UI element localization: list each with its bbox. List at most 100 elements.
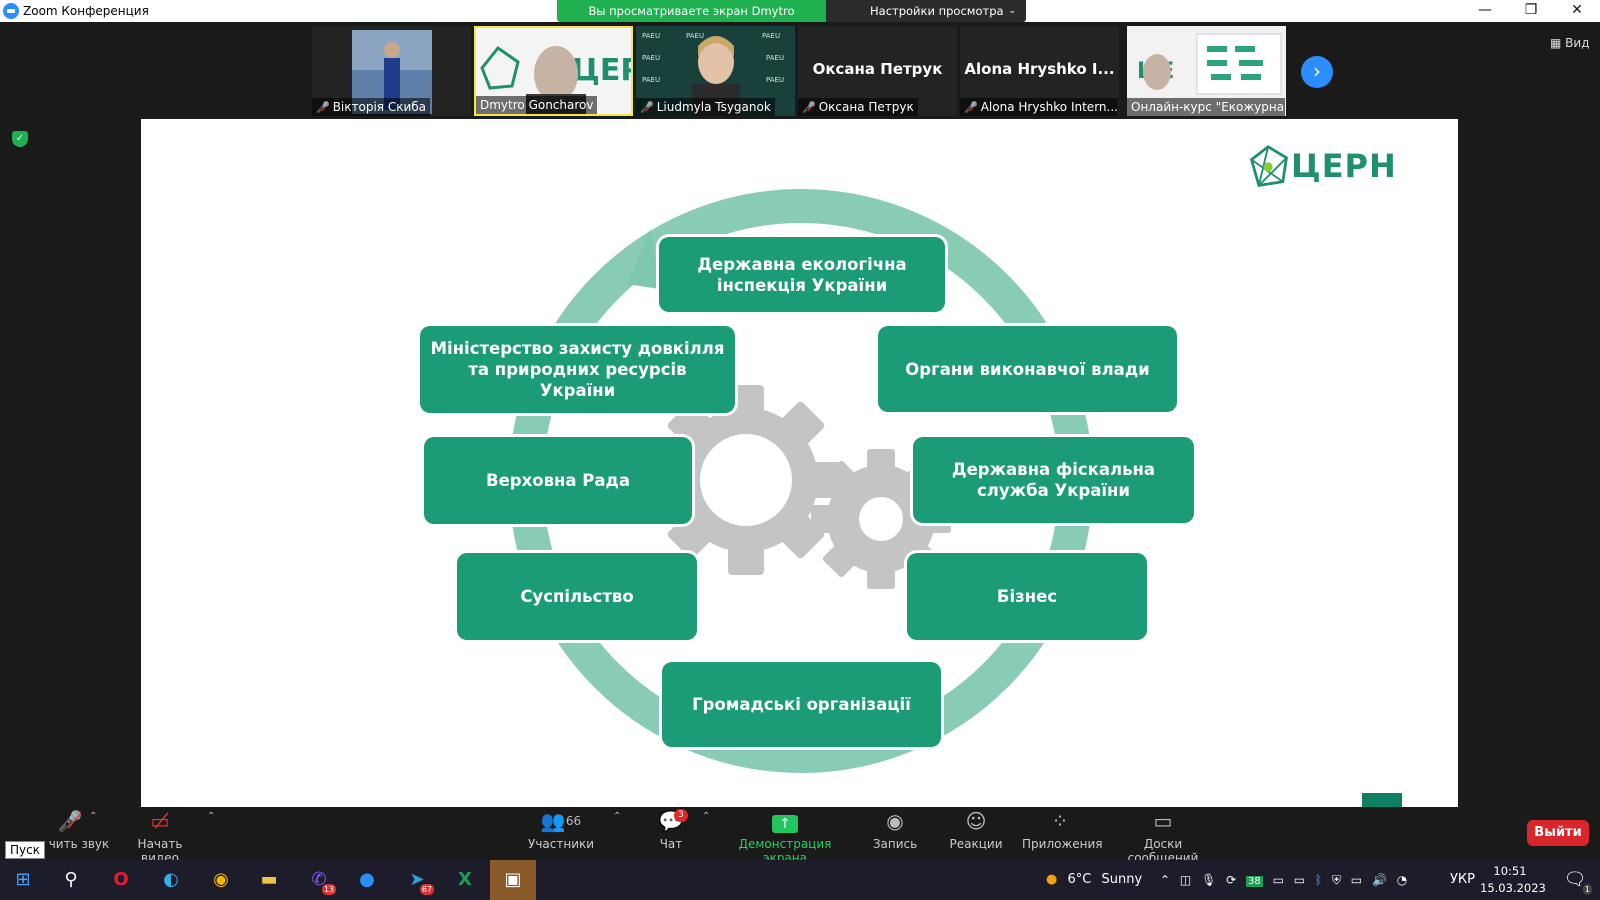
wifi-icon[interactable]: ◔: [1396, 873, 1408, 887]
clock[interactable]: 10:51 15.03.2023: [1480, 864, 1546, 895]
participant-tile-alona[interactable]: Alona Hryshko I... 🎤̸Alona Hryshko Inter…: [960, 26, 1119, 116]
reactions-button[interactable]: ☺ Реакции: [949, 809, 1003, 851]
node-society: Суспільство: [457, 553, 697, 640]
tray-badge[interactable]: 38: [1246, 876, 1263, 887]
node-ngo: Громадські організації: [662, 662, 941, 747]
taskbar-telegram[interactable]: ➤67: [394, 860, 440, 900]
apps-button[interactable]: ⁘ Приложения: [1022, 809, 1103, 851]
notifications-button[interactable]: 🗨1: [1552, 860, 1598, 900]
participant-name: Dmytro Goncharov: [476, 96, 598, 114]
shared-screen-slide: ЦЕРН Державна екологічна інспекція Украї…: [141, 119, 1458, 807]
taskbar-zoom[interactable]: ●: [344, 860, 390, 900]
record-button[interactable]: ◉ Запись: [870, 807, 920, 860]
record-icon: ◉: [886, 809, 904, 833]
chrome-icon: ◉: [213, 869, 229, 890]
view-settings-dropdown[interactable]: Настройки просмотра ⌄: [826, 0, 1026, 22]
whiteboards-button[interactable]: ▭ Доски сообщений: [1110, 807, 1216, 865]
participants-button[interactable]: 👥66 Участники: [528, 809, 595, 851]
grid-icon: ▦: [1550, 36, 1566, 50]
svg-text:PAEU: PAEU: [766, 76, 784, 84]
participant-tile-viktoria[interactable]: 🎤̸Вікторія Скиба: [312, 26, 471, 116]
opera-icon: O: [113, 869, 129, 890]
start-tooltip: Пуск: [5, 841, 45, 859]
participant-name: 🎤̸Вікторія Скиба: [312, 98, 431, 116]
taskbar-chrome[interactable]: ◉: [198, 860, 244, 900]
security-shield-icon[interactable]: ✓: [12, 131, 28, 147]
restore-button[interactable]: ❐: [1524, 2, 1538, 18]
notification-count: 1: [1582, 884, 1592, 895]
cycle-arrowhead: [627, 229, 659, 289]
participant-tile-dmytro[interactable]: ЦЕРН Dmytro Goncharov: [474, 26, 633, 116]
mic-icon[interactable]: 🎙: [1201, 873, 1217, 887]
battery-icon[interactable]: ▭: [1350, 873, 1363, 887]
chevron-up-icon[interactable]: ⌃: [613, 811, 622, 822]
taskbar-edge[interactable]: ◐: [148, 860, 194, 900]
shield-tray-icon[interactable]: ⛨: [1331, 873, 1341, 887]
start-button[interactable]: ⊞: [0, 860, 46, 900]
chevron-up-icon[interactable]: ⌃: [702, 811, 711, 822]
minimize-button[interactable]: —: [1478, 2, 1492, 18]
camera-icon[interactable]: ◫: [1179, 873, 1192, 887]
svg-text:PAEU: PAEU: [642, 32, 660, 40]
svg-text:PAEU: PAEU: [642, 54, 660, 62]
node-inspection: Державна екологічна інспекція України: [659, 237, 945, 312]
taskbar-opera[interactable]: O: [98, 860, 144, 900]
svg-text:ЦЕРН: ЦЕРН: [572, 53, 631, 88]
view-button[interactable]: ▦ Вид: [1550, 36, 1590, 50]
svg-text:PAEU: PAEU: [762, 32, 780, 40]
chat-button[interactable]: 💬 3 Чат: [650, 807, 692, 860]
windows-logo-icon: ⊞: [15, 869, 31, 890]
search-button[interactable]: ⚲: [48, 860, 94, 900]
next-participants-button[interactable]: ›: [1301, 56, 1333, 88]
whiteboard-icon: ▭: [1153, 809, 1173, 833]
monitor-icon[interactable]: ▭: [1272, 873, 1284, 887]
bluetooth-icon[interactable]: ᛒ: [1314, 873, 1323, 887]
display-icon[interactable]: ▭: [1293, 873, 1306, 887]
language-indicator[interactable]: УКР: [1450, 872, 1475, 887]
taskbar-active-app[interactable]: ▣: [490, 860, 536, 900]
sharing-banner: Вы просматриваете экран Dmytro Goncharov: [557, 0, 826, 40]
mic-muted-icon: 🎤̸: [802, 101, 816, 114]
apps-icon: ⁘: [1051, 809, 1069, 833]
share-screen-icon: ↑: [772, 815, 798, 833]
cerh-logo-icon: [1249, 145, 1288, 187]
excel-icon: X: [458, 869, 472, 890]
node-executive: Органи виконавчої влади: [878, 326, 1177, 412]
chevron-up-icon[interactable]: ⌃: [89, 811, 98, 822]
participant-name: 🎤̸Оксана Петрук: [798, 98, 918, 116]
taskbar-explorer[interactable]: ▬: [246, 860, 292, 900]
app-icon: ▣: [504, 869, 522, 890]
view-settings-label: Настройки просмотра: [870, 4, 1004, 18]
edge-icon: ◐: [163, 869, 179, 890]
start-video-button[interactable]: ▭̸ Начать видео: [118, 807, 202, 865]
participant-name: 🎤̸Liudmyla Tsyganok: [636, 98, 775, 116]
participant-display-name: Оксана Петрук: [812, 60, 943, 78]
volume-icon[interactable]: 🔊: [1371, 873, 1387, 887]
node-business: Бізнес: [907, 553, 1147, 640]
chevron-up-icon[interactable]: ⌃: [1160, 873, 1171, 887]
smiley-plus-icon: ☺: [965, 809, 987, 833]
sun-icon: ●: [1046, 872, 1058, 887]
mute-button[interactable]: 🎤̸ чить звук: [30, 807, 110, 860]
weather-widget[interactable]: ● 6°C Sunny: [1046, 872, 1143, 887]
svg-text:PAEU: PAEU: [642, 76, 660, 84]
chevron-up-icon[interactable]: ⌃: [207, 811, 216, 822]
viber-badge: 13: [321, 884, 336, 895]
share-screen-button[interactable]: ↑ Демонстрация экрана: [738, 815, 832, 865]
taskbar-excel[interactable]: X: [442, 860, 488, 900]
people-icon: 👥: [540, 809, 566, 833]
leave-button[interactable]: Выйти: [1527, 820, 1589, 846]
taskbar-viber[interactable]: ✆13: [296, 860, 342, 900]
svg-text:PAEU: PAEU: [766, 54, 784, 62]
participant-tile-oksana[interactable]: Оксана Петрук 🎤̸Оксана Петрук: [798, 26, 957, 116]
window-title: Zoom Конференция: [23, 4, 149, 18]
zoom-app-icon: [3, 3, 19, 19]
node-fiscal: Державна фіскальна служба України: [913, 437, 1194, 523]
participant-tile-course[interactable]: LIE Онлайн-курс "Екожурна...: [1127, 26, 1286, 116]
close-button[interactable]: ✕: [1571, 2, 1583, 18]
mic-muted-icon: 🎤̸: [964, 101, 978, 114]
meeting-toolbar: 🎤̸ чить звук ⌃ ▭̸ Начать видео ⌃ 👥66 Уча…: [0, 807, 1600, 865]
sync-icon[interactable]: ⟳: [1226, 873, 1237, 887]
mic-muted-icon: 🎤̸: [640, 101, 654, 114]
